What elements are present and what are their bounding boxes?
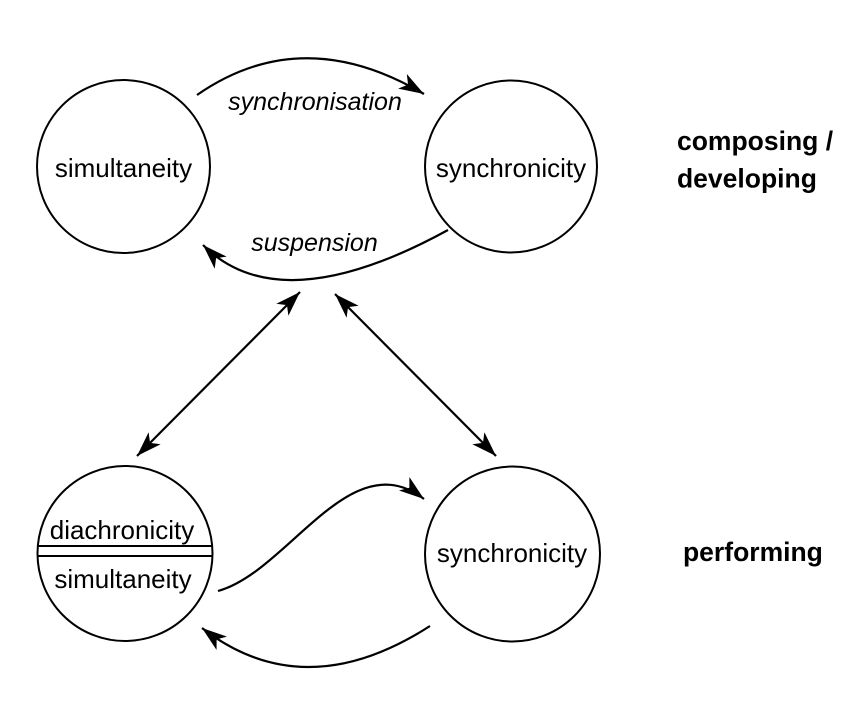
edge-label-suspension: suspension bbox=[251, 229, 377, 257]
node-label-top-left-simultaneity: simultaneity bbox=[55, 153, 192, 183]
edge-label-synchronisation: synchronisation bbox=[228, 88, 402, 116]
edge-suspension-arrow bbox=[202, 229, 449, 282]
edge-double-arrow-right bbox=[334, 293, 497, 457]
row-label-composing-line1: composing / bbox=[677, 126, 834, 156]
node-label-bottom-left-simultaneity: simultaneity bbox=[54, 564, 191, 594]
node-circle-top-left-simultaneity bbox=[36, 79, 211, 254]
node-circle-bottom-left-split bbox=[36, 465, 214, 642]
edge-double-arrow-left bbox=[136, 291, 301, 457]
node-label-bottom-right-synchronicity: synchronicity bbox=[437, 538, 587, 568]
node-circle-top-right-synchronicity bbox=[424, 79, 598, 254]
edge-bottom-forward-arrow bbox=[217, 477, 425, 593]
edge-bottom-return-arrow bbox=[201, 625, 431, 669]
node-label-bottom-left-diachronicity: diachronicity bbox=[50, 515, 195, 545]
row-label-composing-line2: developing bbox=[677, 164, 817, 194]
row-label-performing: performing bbox=[683, 537, 823, 567]
edge-synchronisation-arrow bbox=[196, 57, 425, 96]
node-circle-bottom-right-synchronicity bbox=[424, 465, 601, 643]
node-label-top-right-synchronicity: synchronicity bbox=[436, 153, 586, 183]
